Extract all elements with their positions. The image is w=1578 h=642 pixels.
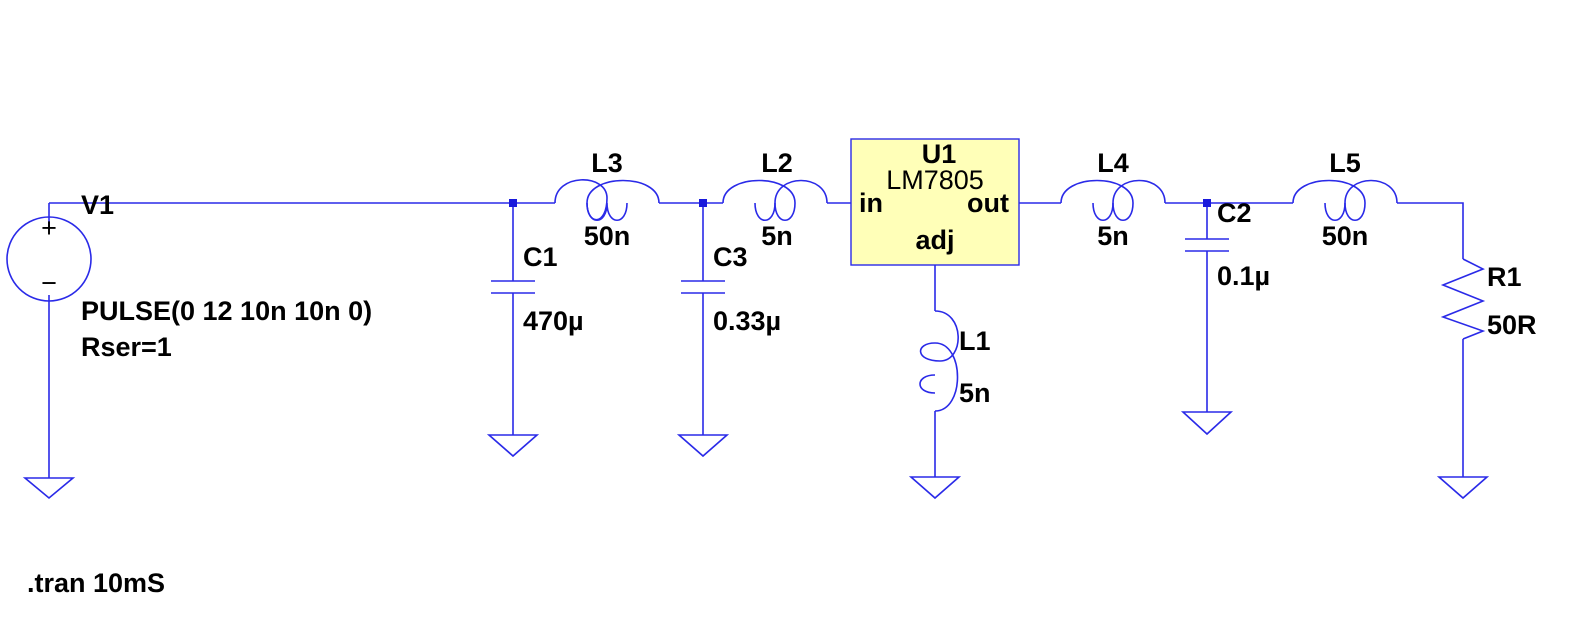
inductor-l4[interactable] [1060,179,1166,221]
l4-ref-label: L4 [1097,148,1129,178]
l5-ref-label: L5 [1329,148,1361,178]
r1-zigzag [1440,258,1486,340]
ground-icon[interactable] [908,476,962,500]
l2-ref-label: L2 [761,148,793,178]
c3-ref-label: C3 [713,242,748,272]
inductor-l2[interactable] [722,179,828,221]
v1-minus-sign: − [41,268,57,298]
capacitor-c1[interactable] [491,280,535,294]
c1-value-label: 470µ [523,306,584,336]
regulator-u1[interactable] [850,138,1020,266]
ground-icon[interactable] [486,434,540,458]
ground-icon[interactable] [676,434,730,458]
u1-pin-in-label: in [859,188,883,218]
ground-symbols [22,411,1490,500]
l3-coil-inner [586,202,628,221]
capacitor-c2[interactable] [1185,238,1229,252]
v1-rser-label: Rser=1 [81,332,172,362]
junction-node-c1[interactable] [509,199,517,207]
l3-ref-label: L3 [591,148,623,178]
spice-directive-text[interactable]: .tran 10mS [27,568,165,598]
l1-coil [919,310,959,412]
l3-coil [554,179,660,221]
wire-l5-r1[interactable] [1397,202,1464,477]
v1-value-label: PULSE(0 12 10n 10n 0) [81,296,372,326]
l1-coil-inner [919,374,936,394]
ground-icon[interactable] [1436,476,1490,500]
c1-ref-label: C1 [523,242,558,272]
l1-ref-label: L1 [959,326,991,356]
junction-node-c3[interactable] [699,199,707,207]
capacitor-c3[interactable] [681,280,725,294]
l4-value-label: 5n [1097,221,1129,251]
l5-coil [1292,179,1398,221]
r1-ref-label: R1 [1487,262,1522,292]
u1-pin-adj-label: adj [915,225,954,255]
u1-part-label: LM7805 [886,165,984,195]
ground-icon[interactable] [1180,411,1234,436]
c3-value-label: 0.33µ [713,306,781,336]
l2-coil-inner [754,202,776,221]
l4-coil-inner [1092,202,1114,221]
r1-value-label: 50R [1487,310,1537,340]
l2-value-label: 5n [761,221,793,251]
inductor-l3[interactable] [554,179,660,221]
inductor-l1[interactable] [919,310,959,412]
u1-ref-label: U1 [922,139,957,169]
junction-node-c2[interactable] [1203,199,1211,207]
v1-ref-label: V1 [81,190,114,220]
u1-body [850,138,1020,266]
ground-icon[interactable] [22,477,76,500]
l1-value-label: 5n [959,378,991,408]
resistor-r1[interactable] [1440,258,1486,340]
v1-plus-sign: + [41,213,57,243]
l5-coil-inner [1324,202,1346,221]
l4-coil [1060,179,1166,221]
inductor-l5[interactable] [1292,179,1398,221]
u1-pin-out-label: out [967,188,1009,218]
c2-value-label: 0.1µ [1217,261,1270,291]
l5-value-label: 50n [1322,221,1369,251]
wires [48,202,1464,478]
l2-coil [722,179,828,221]
c2-ref-label: C2 [1217,198,1252,228]
voltage-source-v1[interactable]: + − [6,213,92,302]
voltage-source-circle [6,216,92,302]
l3-value-label: 50n [584,221,631,251]
